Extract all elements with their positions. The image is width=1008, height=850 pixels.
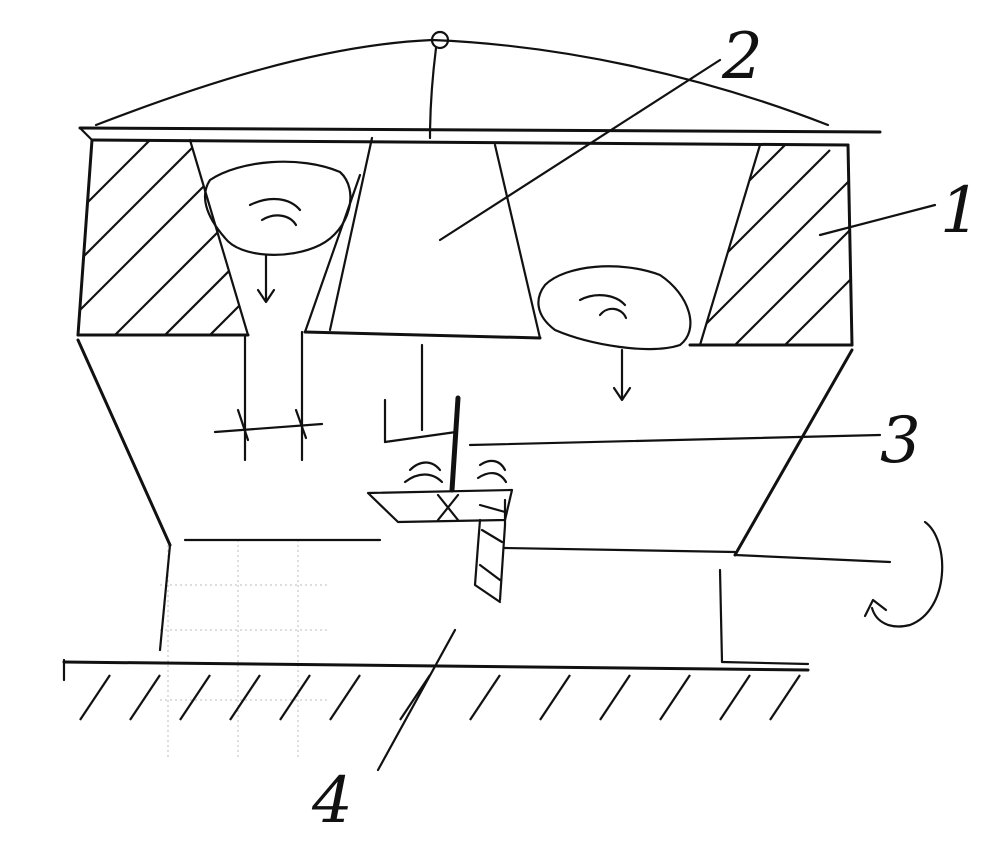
top-cover xyxy=(94,30,830,140)
leader-line-3 xyxy=(468,433,882,447)
scraper-3 xyxy=(383,343,508,493)
label-part-3: 3 xyxy=(880,404,921,478)
paper-grid xyxy=(160,540,330,760)
rotation-arrow-icon xyxy=(863,520,944,628)
leader-line-1 xyxy=(818,203,937,237)
right-wall-hatch xyxy=(700,145,852,345)
left-wall-hatch xyxy=(78,140,248,335)
leader-line-2 xyxy=(438,58,722,242)
down-arrow-icon-right xyxy=(612,386,632,402)
left-lump xyxy=(203,160,352,304)
rotary-disk-1 xyxy=(76,136,854,347)
leader-lines xyxy=(376,58,937,772)
ground-hatch xyxy=(79,674,801,721)
right-lump xyxy=(537,265,692,402)
lower-housing xyxy=(76,330,854,666)
label-part-1: 1 xyxy=(940,174,981,248)
ground xyxy=(62,658,810,721)
part-labels: 1 2 3 4 xyxy=(311,20,981,838)
label-part-2: 2 xyxy=(721,20,763,94)
down-arrow-icon xyxy=(256,288,276,304)
guide-block-4 xyxy=(366,488,737,604)
label-part-4: 4 xyxy=(311,764,353,838)
top-plate xyxy=(78,126,882,147)
hanger-ring-icon xyxy=(430,30,450,50)
leader-line-4 xyxy=(376,628,457,772)
leader-line-rotation xyxy=(733,553,892,564)
